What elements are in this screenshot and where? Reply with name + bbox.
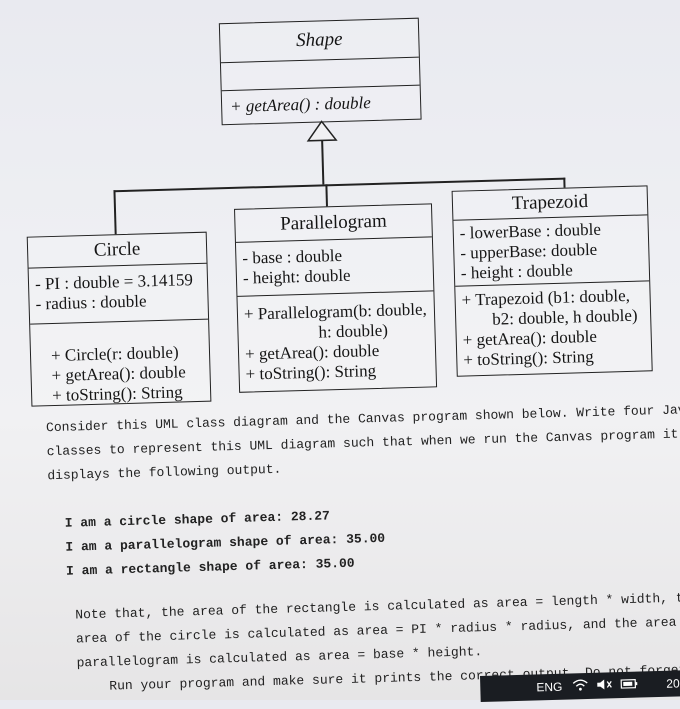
circle-method-tostring: + toString(): String (51, 382, 183, 406)
battery-icon[interactable] (620, 678, 638, 693)
connector-parallelogram (325, 184, 328, 207)
intro-line-3: displays the following output. (47, 461, 282, 484)
clock-text[interactable]: 20 (666, 676, 680, 691)
shape-class-name: Shape (295, 28, 343, 52)
trapezoid-method-tostring: + toString(): String (463, 346, 595, 370)
output-line-1: I am a circle shape of area: 28.27 (64, 508, 331, 531)
trapezoid-attr-height: - height : double (460, 260, 574, 283)
shape-method: + getArea() : double (229, 93, 372, 116)
parallelogram-attr-height: - height: double (242, 265, 351, 288)
connector-vertical (321, 140, 324, 185)
uml-class-circle: Circle - PI : double = 3.14159 - radius … (26, 231, 212, 407)
wifi-icon[interactable] (572, 679, 588, 694)
uml-class-shape: Shape + getArea() : double (218, 17, 422, 126)
circle-class-name: Circle (93, 238, 141, 261)
note-line-3: parallelogram is calculated as area = ba… (76, 644, 483, 671)
volume-icon[interactable] (596, 678, 612, 693)
output-line-2: I am a parallelogram shape of area: 35.0… (65, 530, 386, 555)
trapezoid-class-name: Trapezoid (511, 191, 589, 215)
parallelogram-class-name: Parallelogram (279, 210, 387, 235)
uml-class-parallelogram: Parallelogram - base : double - height: … (234, 203, 438, 393)
parallelogram-method-tostring: + toString(): String (245, 361, 377, 384)
output-line-3: I am a rectangle shape of area: 35.00 (65, 555, 355, 579)
connector-trapezoid (563, 177, 566, 188)
circle-attr-radius: - radius : double (35, 291, 147, 314)
language-indicator[interactable]: ENG (536, 679, 563, 695)
connector-circle (113, 190, 117, 235)
taskbar: ENG 20 (480, 669, 680, 702)
uml-class-trapezoid: Trapezoid - lowerBase : double - upperBa… (451, 185, 653, 377)
